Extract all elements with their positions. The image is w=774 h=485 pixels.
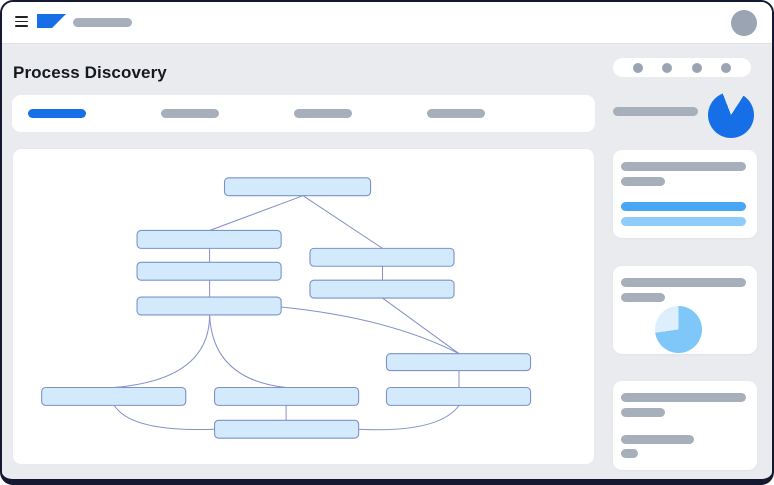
- process-node-n9[interactable]: [41, 386, 187, 406]
- top-bar: [2, 2, 772, 44]
- process-node-n6[interactable]: [309, 279, 455, 299]
- placeholder-bar-blue: [621, 202, 746, 211]
- summary-card[interactable]: [613, 150, 757, 238]
- user-avatar[interactable]: [731, 10, 757, 36]
- toolbar-tab-1[interactable]: [28, 109, 86, 118]
- stepper-dots[interactable]: [613, 58, 751, 77]
- process-node-n8[interactable]: [385, 386, 532, 406]
- stats-card[interactable]: [613, 266, 757, 354]
- process-node-n7[interactable]: [385, 353, 532, 372]
- brand-logo-icon: [37, 14, 66, 28]
- process-node-n2[interactable]: [136, 229, 282, 249]
- process-edge-e10: [209, 314, 287, 388]
- toolbar-tab-3[interactable]: [294, 109, 352, 118]
- hamburger-icon[interactable]: [15, 16, 28, 27]
- stepper-dot[interactable]: [633, 62, 643, 73]
- process-node-n1[interactable]: [223, 177, 372, 197]
- donut-progress-icon: [708, 92, 754, 138]
- page-title: Process Discovery: [13, 63, 167, 82]
- toolbar-tab-2[interactable]: [161, 109, 219, 118]
- process-edge-e11: [113, 405, 215, 431]
- process-edge-e7: [281, 306, 460, 355]
- tab-toolbar: [12, 95, 595, 132]
- placeholder-bar-gray: [621, 408, 665, 417]
- placeholder-bar-gray: [621, 393, 746, 402]
- placeholder-bar-gray: [621, 293, 665, 302]
- process-node-n5[interactable]: [309, 247, 455, 267]
- process-map: [41, 177, 532, 439]
- process-edge-e9: [114, 314, 211, 388]
- process-edge-e6: [382, 297, 460, 355]
- placeholder-bar-lightblue: [621, 217, 746, 226]
- process-node-n4[interactable]: [136, 296, 282, 316]
- process-node-n11[interactable]: [214, 419, 360, 439]
- process-map-card: [12, 148, 595, 465]
- placeholder-bar-gray: [621, 162, 746, 171]
- stepper-dot[interactable]: [720, 62, 731, 73]
- details-card[interactable]: [613, 381, 757, 470]
- process-edge-e12: [358, 405, 460, 431]
- process-node-n3[interactable]: [136, 261, 282, 281]
- toolbar-tab-4[interactable]: [427, 109, 485, 118]
- process-node-n10[interactable]: [214, 386, 360, 406]
- placeholder-bar-gray: [621, 177, 665, 186]
- sidebar-label-placeholder: [613, 107, 698, 116]
- brand-name-placeholder: [73, 18, 132, 27]
- placeholder-bar-gray: [621, 435, 694, 444]
- pie-chart-icon: [655, 306, 702, 353]
- stepper-dot[interactable]: [691, 62, 702, 73]
- placeholder-bar-gray: [621, 278, 746, 287]
- process-edge-e2: [302, 195, 383, 249]
- stepper-dot[interactable]: [662, 62, 673, 73]
- process-edge-e1: [209, 195, 304, 231]
- placeholder-bar-gray: [621, 449, 638, 458]
